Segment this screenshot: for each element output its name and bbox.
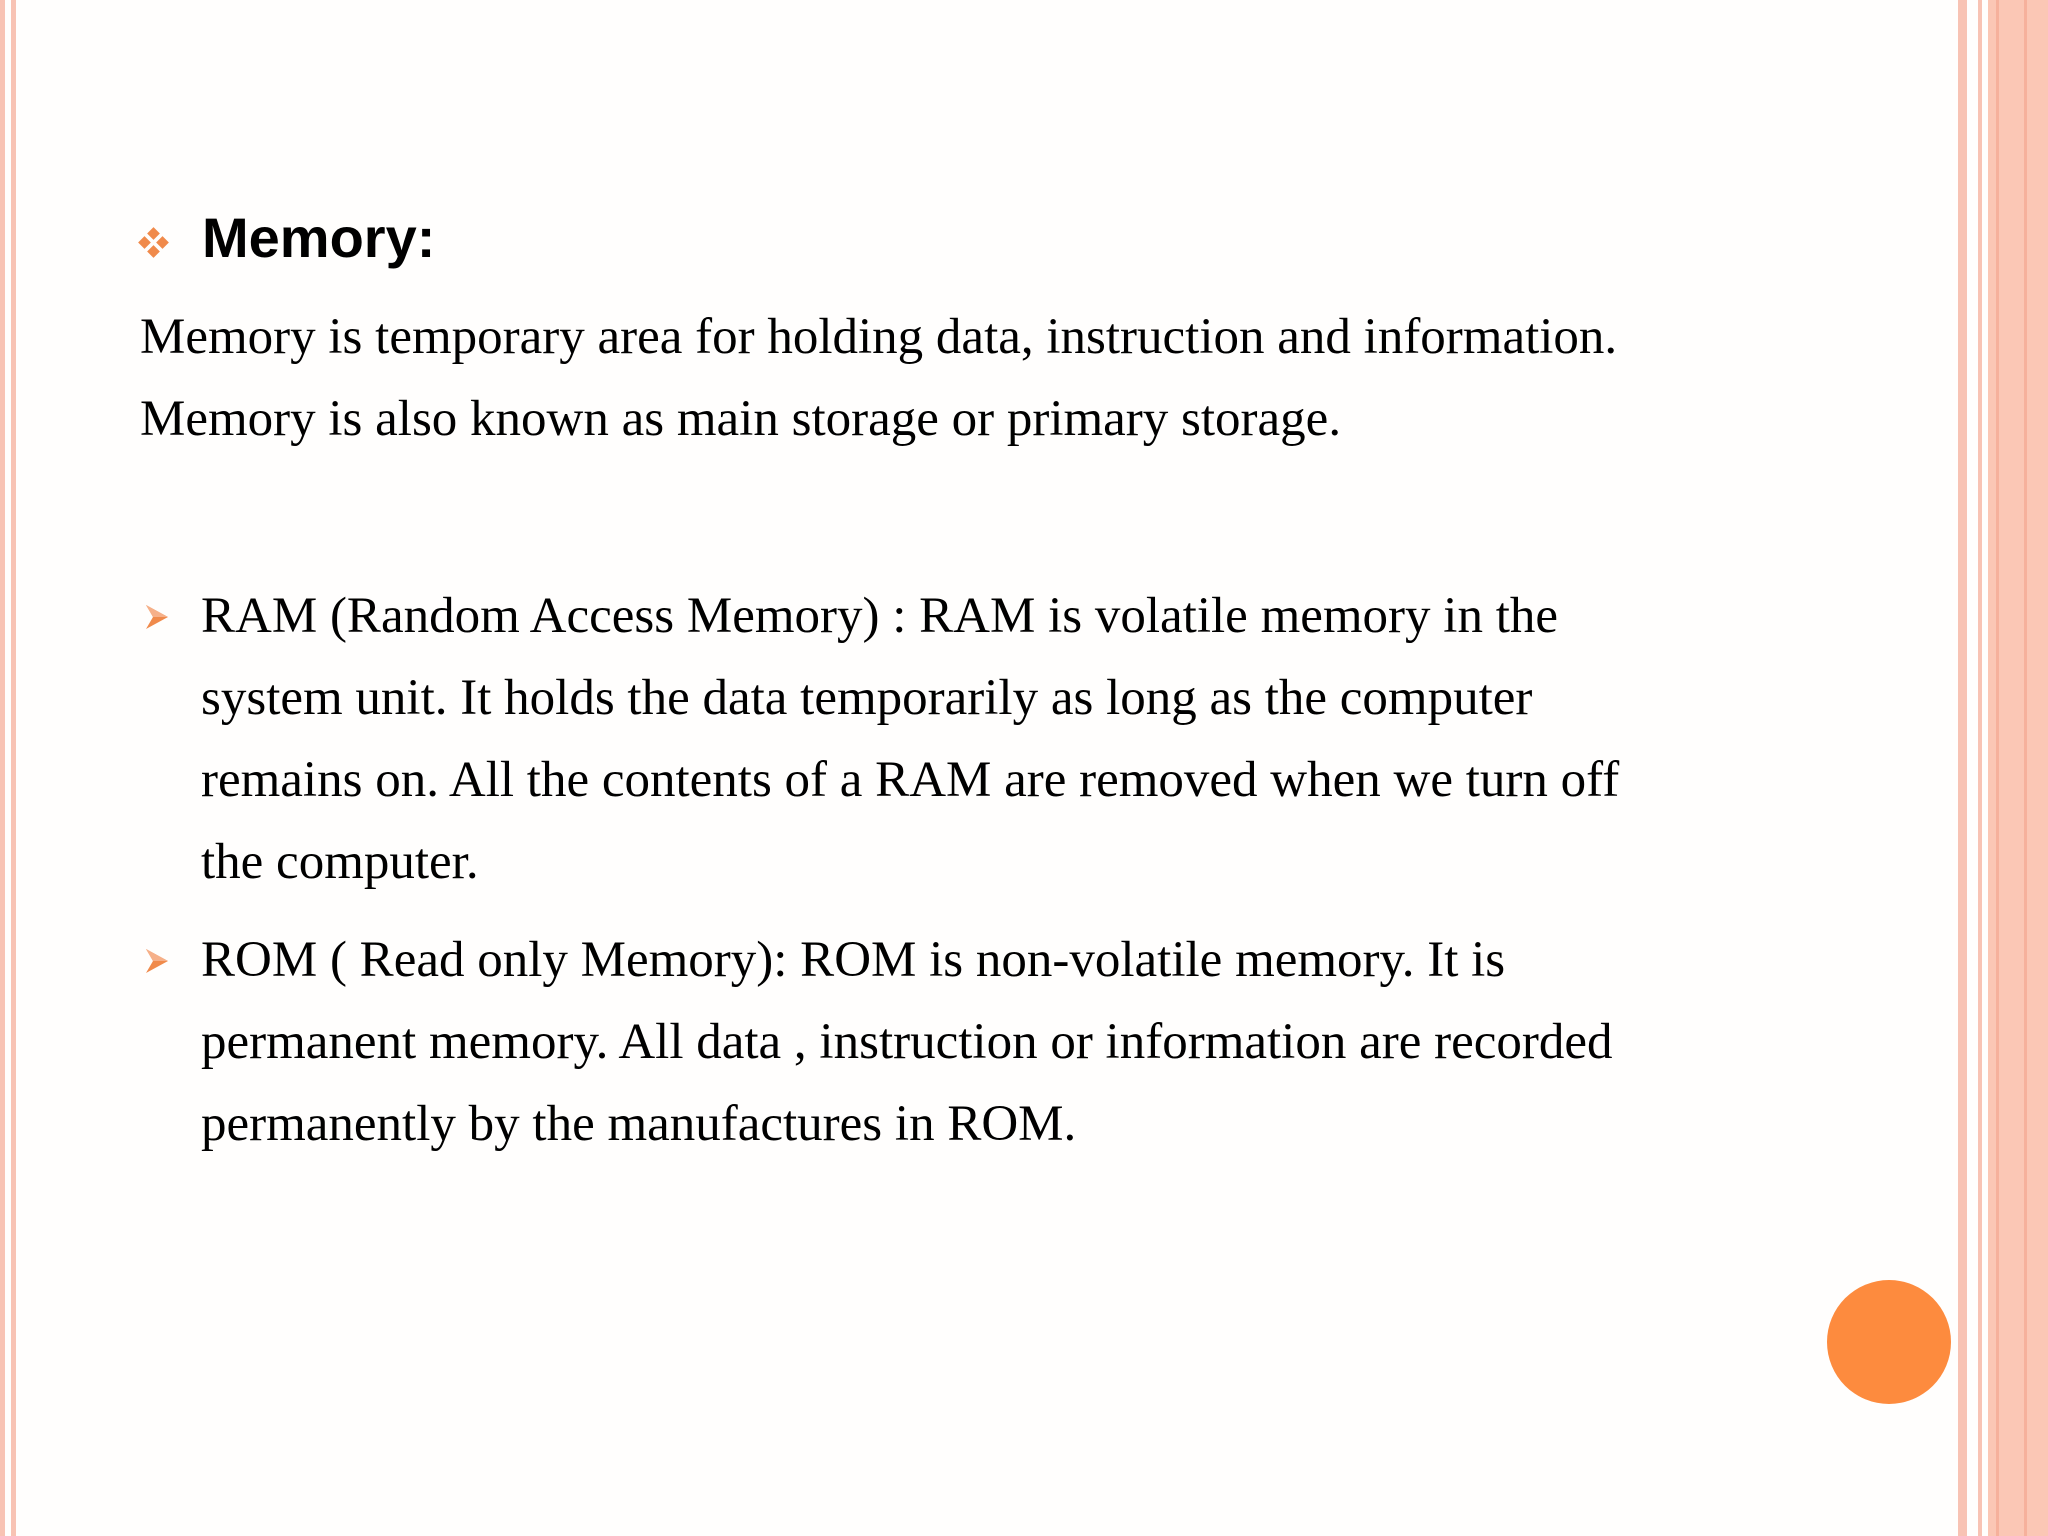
arrow-bullet-icon bbox=[146, 605, 168, 629]
bullet-ram: RAM (Random Access Memory) : RAM is vola… bbox=[140, 575, 1860, 903]
bullet-line: RAM (Random Access Memory) : RAM is vola… bbox=[201, 588, 1559, 644]
bullet-line: the computer. bbox=[201, 834, 479, 890]
intro-paragraph: Memory is temporary area for holding dat… bbox=[140, 296, 1840, 460]
right-border-stripe bbox=[1958, 0, 1967, 1536]
decorative-circle bbox=[1827, 1280, 1951, 1404]
right-border-stripe bbox=[1978, 0, 1982, 1536]
bullet-line: system unit. It holds the data temporari… bbox=[201, 670, 1533, 726]
slide-heading: Memory: bbox=[138, 206, 436, 269]
heading-text: Memory: bbox=[202, 206, 436, 269]
right-border-inner-line bbox=[2024, 0, 2027, 1536]
left-border-line bbox=[0, 0, 5, 1536]
bullet-line: permanently by the manufactures in ROM. bbox=[201, 1096, 1077, 1152]
intro-line: Memory is also known as main storage or … bbox=[140, 391, 1342, 447]
bullet-line: ROM ( Read only Memory): ROM is non-vola… bbox=[201, 932, 1506, 988]
bullet-rom: ROM ( Read only Memory): ROM is non-vola… bbox=[140, 919, 1860, 1165]
bullet-list: RAM (Random Access Memory) : RAM is vola… bbox=[140, 575, 1860, 1181]
arrow-bullet-icon bbox=[146, 949, 168, 973]
diamond-bullet-icon bbox=[138, 227, 169, 258]
right-border-inner-line bbox=[1996, 0, 1999, 1536]
bullet-line: remains on. All the contents of a RAM ar… bbox=[201, 752, 1620, 808]
left-border-line bbox=[11, 0, 16, 1536]
intro-line: Memory is temporary area for holding dat… bbox=[140, 309, 1618, 365]
right-border-band bbox=[1988, 0, 2048, 1536]
bullet-line: permanent memory. All data , instruction… bbox=[201, 1014, 1613, 1070]
